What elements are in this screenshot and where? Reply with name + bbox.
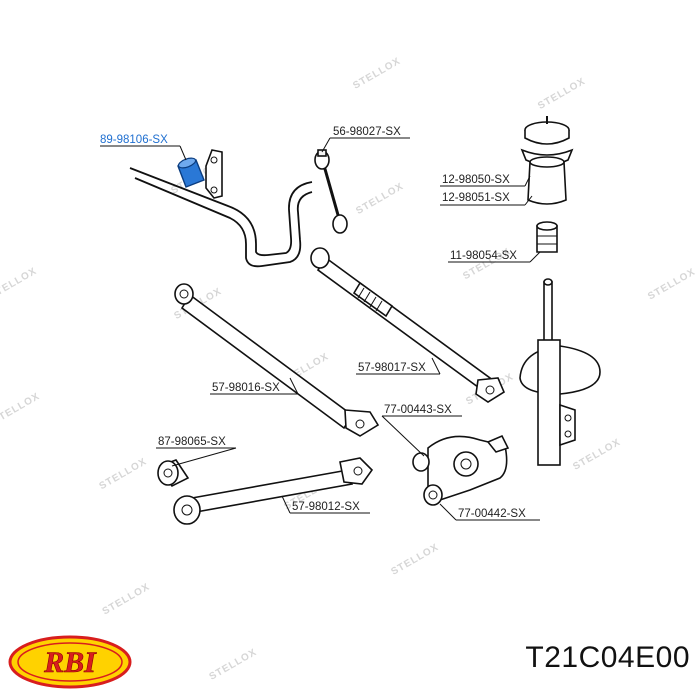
label-knuckle-bushing-upper: 77-00443-SX (384, 404, 452, 416)
strut-assembly-part (519, 278, 601, 466)
label-control-arm-long: 57-98016-SX (212, 382, 280, 394)
watermark: STELLOX (0, 391, 42, 427)
watermark: STELLOX (98, 456, 150, 492)
label-strut-mount: 12-98050-SX (442, 174, 510, 186)
part-number: T21C04E00 (525, 641, 690, 674)
rbi-logo-text: RBI (43, 646, 97, 679)
knuckle-part (412, 434, 510, 506)
strut-mount-part (520, 116, 574, 205)
label-bump-stop: 11-98054-SX (450, 250, 517, 262)
watermark: STELLOX (208, 647, 260, 683)
rbi-logo: RBI (8, 635, 132, 689)
stabilizer-bushing-part (177, 157, 205, 188)
watermark: STELLOX (351, 56, 403, 92)
control-arm-long-part (174, 283, 380, 437)
watermark: STELLOX (571, 437, 623, 473)
trailing-arm-part (173, 457, 374, 525)
stabilizer-bracket (205, 149, 223, 199)
label-control-arm-adjustable: 57-98017-SX (358, 362, 426, 374)
watermark: STELLOX (646, 266, 698, 302)
watermark: STELLOX (101, 581, 153, 617)
arm-bushing-part (157, 459, 190, 488)
control-arm-adjustable-part (310, 247, 506, 403)
label-trailing-arm: 57-98012-SX (292, 501, 360, 513)
watermark: STELLOX (0, 266, 39, 302)
stabilizer-bar (129, 167, 313, 268)
label-knuckle-bushing-lower: 77-00442-SX (458, 508, 526, 520)
label-stabilizer-bushing: 89-98106-SX (100, 134, 168, 146)
watermark: STELLOX (354, 181, 406, 217)
label-arm-bushing: 87-98065-SX (158, 436, 226, 448)
bump-stop-part (536, 221, 558, 253)
label-strut-bearing: 12-98051-SX (442, 192, 510, 204)
watermark: STELLOX (536, 76, 588, 112)
watermark: STELLOX (389, 542, 441, 578)
leader-lines (100, 137, 541, 521)
stabilizer-link-part (314, 149, 348, 234)
label-stabilizer-link: 56-98027-SX (333, 126, 401, 138)
